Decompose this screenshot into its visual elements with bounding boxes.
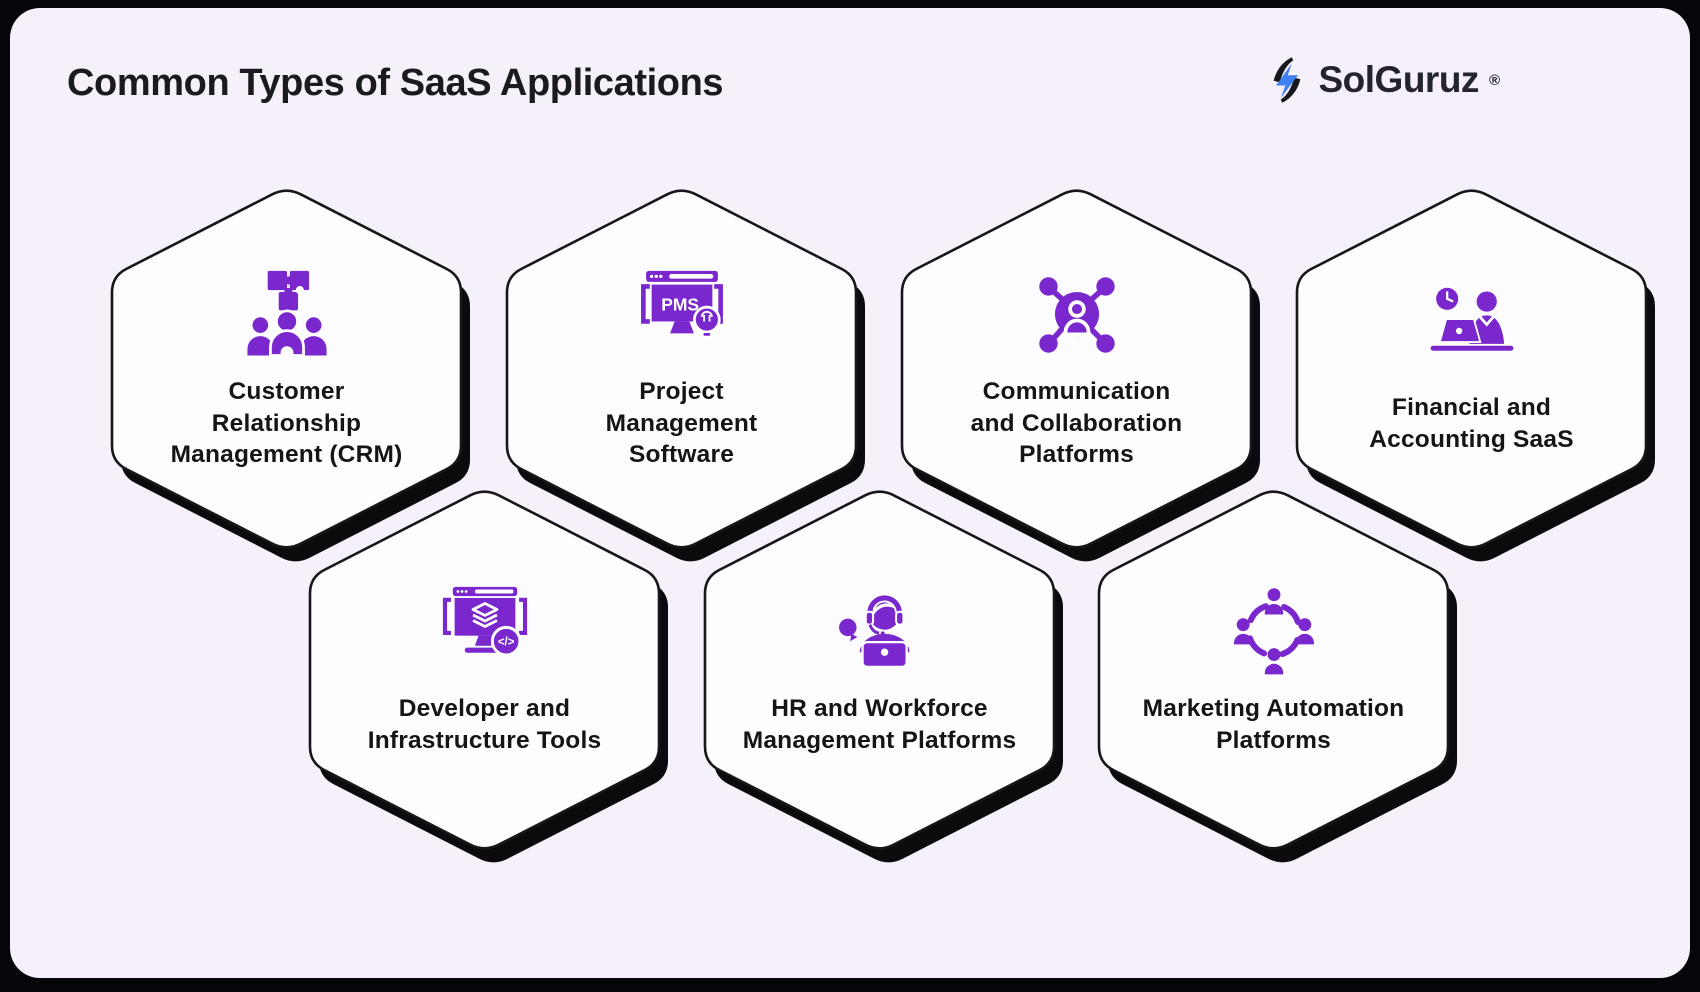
connected-people-network-icon [1038, 277, 1115, 354]
support-agent-laptop-icon [838, 593, 909, 669]
pms-screen-text: PMS [661, 295, 699, 315]
hexagon-shape [1295, 189, 1655, 562]
hexagon-label: Customer Relationship Management (CRM) [170, 378, 403, 469]
hexagon-communication: Communication and Collaboration Platform… [900, 185, 1260, 562]
hexagon-label: Project Management Software [605, 378, 758, 469]
hexagon-shape [703, 490, 1063, 863]
registered-trademark-symbol: ® [1488, 71, 1500, 89]
pms-monitor-bulb-icon: PMS [640, 271, 723, 338]
hexagon-developer-tools: </> Developer and Infrastructure Tools [308, 486, 668, 863]
people-circle-cycle-icon [1233, 588, 1314, 675]
crm-people-puzzle-icon [246, 271, 327, 358]
solguruz-logo-icon [1274, 57, 1301, 103]
hexagon-label: Marketing Automation Platforms [1142, 695, 1405, 754]
hexagon-shape [900, 189, 1260, 562]
hexagon-crm: Customer Relationship Management (CRM) [110, 185, 470, 562]
accountant-workstation-clock-icon [1430, 287, 1513, 351]
hexagon-label: HR and Workforce Management Platforms [742, 695, 1017, 754]
code-badge-text: </> [497, 636, 514, 648]
hexagon-financial: Financial and Accounting SaaS [1295, 185, 1655, 562]
hexagon-label: Communication and Collaboration Platform… [970, 378, 1183, 469]
hexagon-label: Developer and Infrastructure Tools [367, 695, 602, 754]
dev-monitor-code-layers-icon: </> [442, 587, 527, 657]
hexagon-shape [110, 189, 470, 562]
hexagon-shape [308, 490, 668, 863]
solguruz-logo-text: SolGuruz [1318, 59, 1479, 100]
hexagon-hr-workforce: HR and Workforce Management Platforms [703, 486, 1063, 863]
solguruz-logo: SolGuruz ® [1265, 52, 1500, 108]
hexagon-project-management: PMS Project Management Software [505, 185, 865, 562]
hexagon-shape [505, 189, 865, 562]
hexagon-label: Financial and Accounting SaaS [1369, 394, 1574, 453]
infographic-card: Common Types of SaaS Applications SolGur… [10, 8, 1690, 978]
page-title: Common Types of SaaS Applications [67, 62, 724, 104]
hexagon-marketing-automation: Marketing Automation Platforms [1097, 486, 1457, 863]
